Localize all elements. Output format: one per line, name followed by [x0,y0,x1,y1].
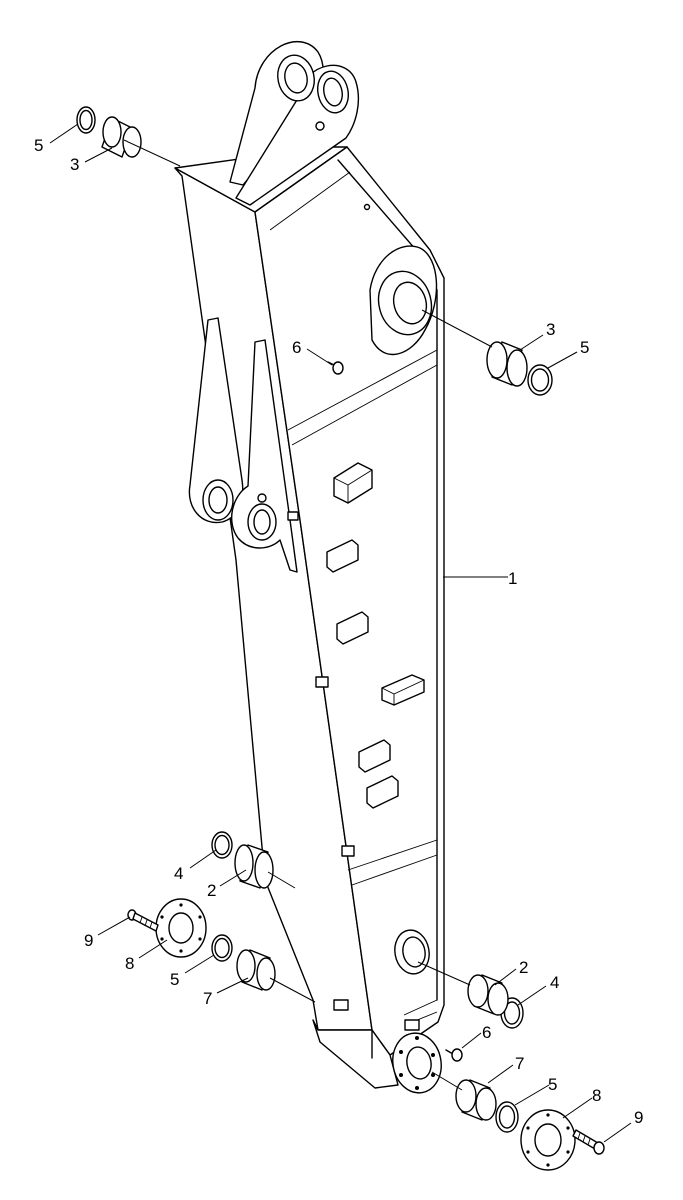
label-part-5: 5 [580,338,589,357]
label-part-2: 2 [207,881,216,900]
side-pads [315,462,425,1031]
label-part-7: 7 [515,1054,524,1073]
ring-4-right [500,997,524,1029]
label-part-1: 1 [508,569,517,588]
plate-8-right [520,1109,576,1171]
bolt-6-lower [445,1048,463,1062]
label-part-6: 6 [292,338,301,357]
ring-5-top-left [76,106,96,134]
ring-5-bottom [495,1101,519,1133]
axis-lines [123,139,493,1091]
label-part-5: 5 [170,970,179,989]
plate-8-left [155,898,207,958]
bushing-3-top-left [101,116,142,158]
bolt-9-left [127,909,159,932]
top-lugs [229,40,371,211]
bushing-2-left [234,844,274,889]
label-part-4: 4 [550,973,559,992]
bushing-2-right [467,974,509,1016]
label-part-2: 2 [519,958,528,977]
label-part-5: 5 [548,1075,557,1094]
label-part-8: 8 [125,954,134,973]
mid-brackets [188,317,299,573]
upper-pivot-boss [369,245,438,356]
ring-5-right [527,364,553,396]
callout-labels: 1 2 2 3 3 4 4 5 5 5 5 6 6 7 7 8 8 9 9 [34,136,643,1127]
label-part-3: 3 [70,155,79,174]
label-part-5: 5 [34,136,43,155]
bushing-3-right [486,341,528,387]
label-part-3: 3 [546,320,555,339]
label-part-6: 6 [482,1023,491,1042]
label-part-8: 8 [592,1086,601,1105]
bolt-9-right [572,1129,605,1155]
label-part-9: 9 [634,1108,643,1127]
label-part-9: 9 [84,931,93,950]
ring-4-left [211,831,233,859]
bolt-6-upper [327,361,344,375]
leader-lines [49,123,632,1143]
bushing-7-left [236,949,276,991]
ring-5-left [211,934,233,962]
label-part-7: 7 [203,989,212,1008]
label-part-4: 4 [174,864,183,883]
bushing-7-right [455,1079,497,1121]
lower-bosses [392,929,442,1094]
